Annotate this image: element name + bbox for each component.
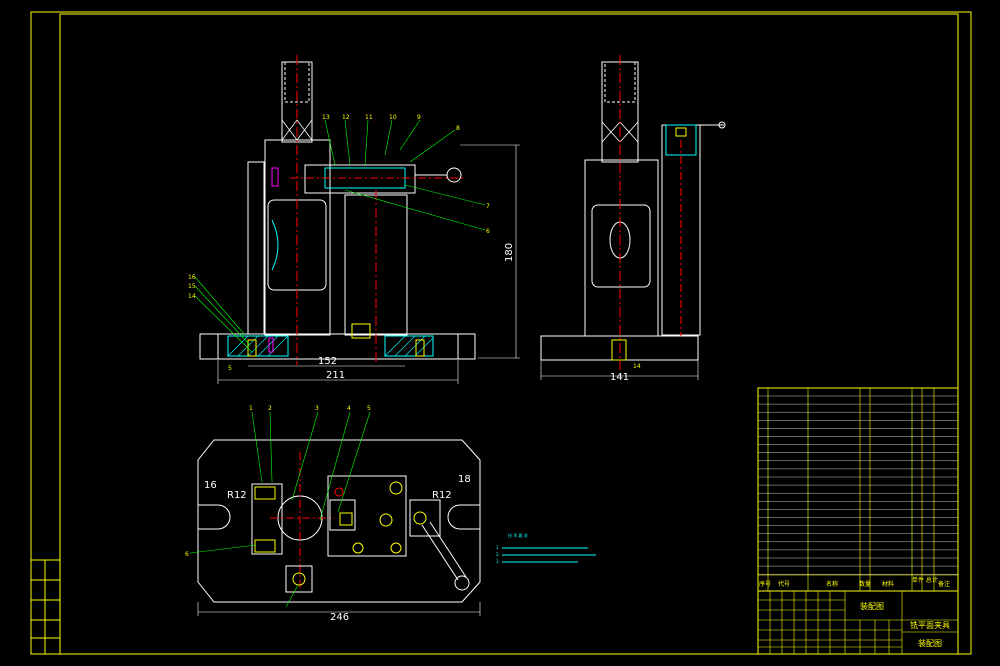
dim-14: 14: [633, 363, 641, 370]
margin-strip: [30, 559, 61, 655]
part-no-front-1: 16: [188, 274, 196, 281]
inner-frame: [59, 13, 959, 655]
part-no-plan-1: 1: [249, 405, 253, 412]
col-material: 材料: [882, 580, 894, 588]
outer-frame: [30, 11, 972, 655]
part-no-front-3: 14: [188, 293, 196, 300]
dim-141: 141: [610, 372, 629, 383]
dim-16: 16: [204, 480, 217, 491]
part-no-front-10: 7: [486, 203, 490, 210]
title-block: 装配图 铣平面夹具 装配图: [757, 590, 959, 655]
drawing-type: 装配图: [918, 638, 942, 648]
part-no-front-5: 12: [342, 114, 350, 121]
drawing-title: 装配图: [860, 601, 884, 611]
dim-152: 152: [318, 356, 337, 367]
plan-view: 1 2 3 4 5 6 246 16 18 R12 R12: [185, 405, 481, 623]
dim-180: 180: [504, 243, 515, 262]
col-remark: 备注: [938, 580, 950, 588]
dim-r12-left: R12: [227, 490, 247, 501]
tech-notes: 技 术 要 求 1. 2. 3.: [496, 532, 596, 564]
part-no-front-6: 11: [365, 114, 373, 121]
front-view: 16 15 14 13 12 11 10 9 8 7 6 5 152 211 1…: [188, 55, 520, 384]
part-name: 铣平面夹具: [910, 620, 950, 630]
dim-211: 211: [326, 370, 345, 381]
tech-notes-line2: 2.: [496, 552, 500, 557]
part-no-front-8: 9: [417, 114, 421, 121]
part-no-plan-6: 6: [185, 551, 189, 558]
part-no-front-9: 8: [456, 125, 460, 132]
col-weight: 单件 总计: [912, 576, 938, 584]
col-name: 名称: [826, 580, 838, 588]
side-view: 141 14: [540, 55, 726, 383]
tech-notes-title: 技 术 要 求: [508, 532, 528, 538]
tech-notes-line1: 1.: [496, 545, 500, 550]
part-no-plan-2: 2: [268, 405, 272, 412]
part-no-plan-3: 3: [315, 405, 319, 412]
dim-r12-right: R12: [432, 490, 452, 501]
col-code: 代号: [778, 580, 790, 588]
part-no-plan-4: 4: [347, 405, 351, 412]
parts-list: 序号 代号 名称 数量 材料 单件 总计 备注: [757, 387, 959, 592]
dim-18: 18: [458, 474, 471, 485]
col-no: 序号: [759, 580, 771, 588]
tech-notes-line3: 3.: [496, 559, 500, 564]
part-no-front-2: 15: [188, 283, 196, 290]
part-no-front-4: 13: [322, 114, 330, 121]
part-no-plan-5: 5: [367, 405, 371, 412]
part-no-front-11: 6: [486, 228, 490, 235]
col-qty: 数量: [859, 580, 871, 588]
part-no-front-12: 5: [228, 365, 232, 372]
dim-246: 246: [330, 612, 349, 623]
part-no-front-7: 10: [389, 114, 397, 121]
